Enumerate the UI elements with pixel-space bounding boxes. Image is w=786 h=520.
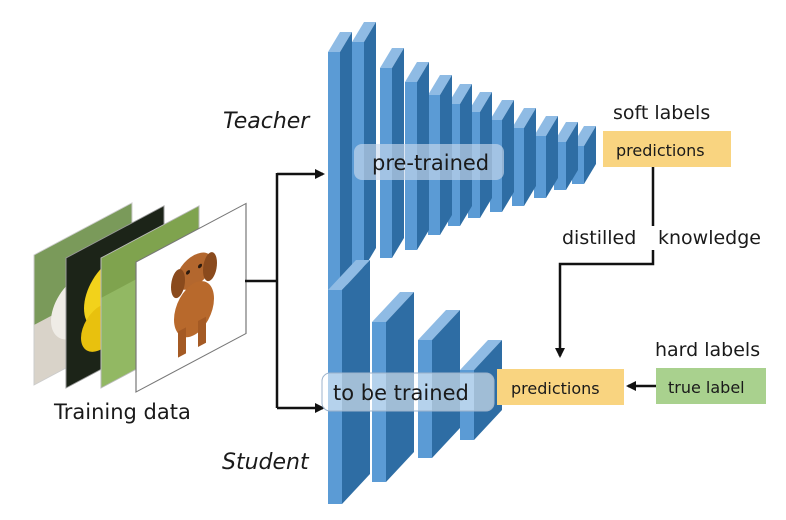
true-label-box <box>656 368 766 404</box>
teacher-layer-9 <box>512 108 536 206</box>
distilled-text-bg <box>558 226 656 250</box>
training-image-puppy <box>135 202 247 393</box>
to-be-trained-badge <box>321 372 495 412</box>
distilled-label: distilled <box>562 227 636 249</box>
student-label: Student <box>222 450 310 475</box>
student-predictions-box <box>497 369 624 405</box>
to-be-trained-label: to be trained <box>333 381 469 405</box>
pre-trained-badge <box>354 144 504 180</box>
teacher-layer-1 <box>328 32 352 296</box>
student-predictions-label: predictions <box>511 379 600 398</box>
pre-trained-label: pre-trained <box>372 151 489 175</box>
distillation-arrow <box>555 167 655 358</box>
true-label-text: true label <box>668 378 745 397</box>
teacher-predictions-box <box>603 131 731 167</box>
teacher-network <box>328 22 596 296</box>
soft-labels-label: soft labels <box>613 102 710 124</box>
teacher-layer-10 <box>534 116 558 198</box>
teacher-label: Teacher <box>223 109 311 134</box>
training-data-label: Training data <box>53 400 191 424</box>
training-images-stack <box>33 202 247 393</box>
knowledge-label: knowledge <box>658 227 761 249</box>
teacher-predictions-label: predictions <box>616 141 705 160</box>
hard-labels-label: hard labels <box>655 339 760 361</box>
knowledge-text-bg <box>657 226 777 250</box>
input-connectors <box>245 169 325 413</box>
